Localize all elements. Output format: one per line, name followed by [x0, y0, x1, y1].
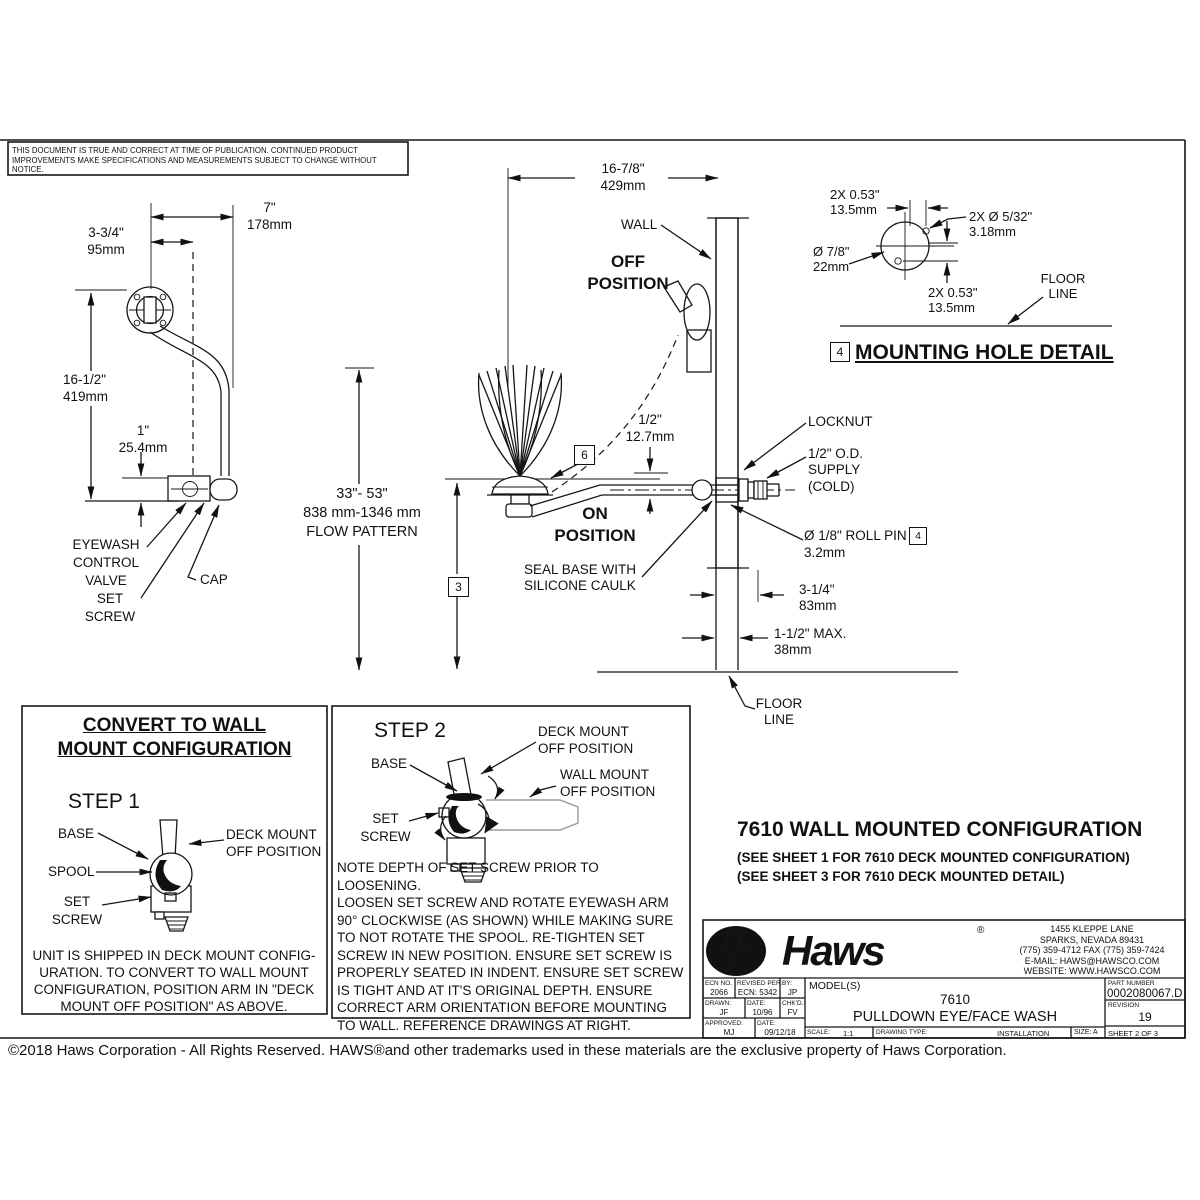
date2-value: 09/12/18: [764, 1028, 796, 1037]
step1-base: BASE: [58, 826, 95, 841]
dim-half-in: 1/2" 12.7mm: [625, 412, 675, 444]
rev-label: REVISION: [1108, 1002, 1140, 1009]
label-eyewash-control-valve: EYEWASH CONTROL VALVE: [72, 537, 140, 588]
rev-value: 19: [1138, 1010, 1152, 1024]
detail-title: MOUNTING HOLE DETAIL: [855, 341, 1114, 364]
detail-dim-bottom: 2X 0.53" 13.5mm: [928, 285, 978, 316]
drawn-value: JF: [719, 1008, 729, 1017]
step1-set-screw: SET SCREW: [51, 894, 103, 927]
disclaimer-line1: THIS DOCUMENT IS TRUE AND CORRECT AT TIM…: [12, 146, 358, 165]
page-frame: [0, 139, 1186, 1039]
part-label: PART NUMBER: [1108, 980, 1155, 987]
off-position-head: [683, 283, 711, 341]
drawn-label: DRAWN:: [705, 1000, 732, 1007]
haws-reg-mark: ®: [977, 925, 985, 936]
label-flow-pattern: 33"- 53" 838 mm-1346 mm FLOW PATTERN: [303, 486, 421, 540]
convert-note: UNIT IS SHIPPED IN DECK MOUNT CONFIG- UR…: [32, 948, 316, 1014]
wall-hatch: [715, 217, 739, 569]
detail-dim-dia: Ø 7/8" 22mm: [813, 244, 850, 275]
dim-3-34in: 3-3/4" 95mm: [87, 225, 125, 257]
detail-dim-top: 2X 0.53" 13.5mm: [830, 187, 880, 218]
step2-figure: [408, 741, 579, 883]
approved-label: APPROVED:: [705, 1020, 743, 1027]
step1-figure: [96, 819, 225, 932]
dim-16-78in: 16-7/8" 429mm: [600, 161, 646, 193]
sheet-value: SHEET 2 OF 3: [1108, 1029, 1158, 1038]
title-block-lines: [702, 919, 1186, 1039]
dim-16-12in: 16-1/2" 419mm: [63, 372, 109, 404]
detail-floor-label: FLOOR LINE: [1040, 271, 1086, 302]
step1-label: STEP 1: [68, 790, 140, 813]
dim-7in: 7" 178mm: [246, 200, 292, 232]
haws-emblem: [706, 926, 766, 976]
callout-4-rollpin: 4: [909, 527, 927, 545]
config-title: 7610 WALL MOUNTED CONFIGURATION: [737, 818, 1143, 841]
scale-label: SCALE:: [807, 1029, 831, 1036]
model-number: 7610: [939, 992, 971, 1007]
disclaimer-text: THIS DOCUMENT IS TRUE AND CORRECT AT TIM…: [12, 146, 406, 175]
by-value: JP: [787, 988, 798, 997]
spray-fan: [477, 364, 563, 477]
date1-label: DATE:: [747, 1000, 766, 1007]
chkd-value: FV: [787, 1008, 798, 1017]
size-value: SIZE: A: [1074, 1029, 1098, 1036]
copyright-line: ©2018 Haws Corporation - All Rights Rese…: [8, 1042, 1007, 1059]
haws-wordmark: Haws: [782, 927, 886, 974]
ball-valve: [691, 479, 713, 501]
label-supply: 1/2" O.D. SUPPLY (COLD): [808, 446, 864, 494]
detail-dim-holes: 2X Ø 5/32" 3.18mm: [969, 209, 1033, 240]
dim-3-14in: 3-1/4" 83mm: [799, 582, 837, 614]
revised-label: REVISED PER:: [737, 980, 783, 987]
label-cap: CAP: [200, 572, 228, 587]
type-value: INSTALLATION: [997, 1029, 1050, 1038]
ecn-no-value: 2066: [710, 988, 728, 997]
convert-title: CONVERT TO WALL MOUNT CONFIGURATION: [57, 715, 292, 760]
model-name: PULLDOWN EYE/FACE WASH: [852, 1009, 1058, 1025]
label-seal-base: SEAL BASE WITH SILICONE CAULK: [524, 562, 637, 593]
disclaimer-line2: MAKE SPECIFICATIONS AND MEASUREMENTS SUB…: [12, 155, 377, 175]
approved-value: MJ: [723, 1028, 735, 1037]
ecn-no-label: ECN NO.: [705, 980, 733, 987]
front-view-linework: [345, 168, 958, 710]
label-off-position: OFF POSITION: [587, 252, 669, 294]
step2-set-screw: SET SCREW: [360, 811, 411, 844]
date2-label: DATE:: [757, 1020, 776, 1027]
label-on-position: ON POSITION: [554, 504, 636, 546]
dim-1in: 1" 25.4mm: [118, 423, 168, 455]
revised-value: ECN: 5342: [737, 988, 778, 997]
config-sub2: (SEE SHEET 3 FOR 7610 DECK MOUNTED DETAI…: [737, 869, 1065, 884]
label-roll-pin: Ø 1/8" ROLL PIN: [804, 528, 907, 543]
callout-4-detail: 4: [830, 342, 850, 362]
label-locknut: LOCKNUT: [808, 414, 873, 429]
dim-1-12in: 1-1/2" MAX. 38mm: [774, 626, 847, 658]
step1-spool: SPOOL: [48, 864, 95, 879]
step2-base: BASE: [371, 756, 408, 771]
callout-6: 6: [574, 445, 595, 465]
step1-deck-mount: DECK MOUNT OFF POSITION: [226, 827, 322, 859]
hole-detail-linework: [840, 200, 1112, 327]
type-label: DRAWING TYPE:: [876, 1029, 928, 1036]
callout-3: 3: [448, 577, 469, 597]
side-view-linework: [75, 203, 238, 599]
date1-value: 10/96: [752, 1008, 773, 1017]
config-sub1: (SEE SHEET 1 FOR 7610 DECK MOUNTED CONFI…: [737, 850, 1130, 865]
instruction-boxes: [21, 705, 691, 1019]
label-floor-line: FLOOR LINE: [755, 696, 803, 728]
models-label: MODEL(S): [809, 980, 861, 992]
haws-address: 1455 KLEPPE LANE SPARKS, NEVADA 89431 (7…: [1019, 924, 1165, 977]
label-set-screw: SET SCREW: [84, 591, 136, 624]
step2-deck-mount: DECK MOUNT OFF POSITION: [538, 724, 634, 756]
step2-wall-mount: WALL MOUNT OFF POSITION: [560, 767, 656, 799]
chkd-label: CHK'D.:: [782, 1000, 806, 1007]
label-wall: WALL: [621, 217, 658, 232]
step2-label: STEP 2: [374, 719, 446, 742]
by-label: BY:: [782, 980, 793, 987]
part-value: 0002080067.D: [1107, 988, 1183, 1000]
step2-note: NOTE DEPTH OF SET SCREW PRIOR TO LOOSENI…: [337, 860, 684, 1033]
scale-value: 1:1: [843, 1029, 854, 1038]
label-roll-pin-mm: 3.2mm: [804, 545, 846, 560]
